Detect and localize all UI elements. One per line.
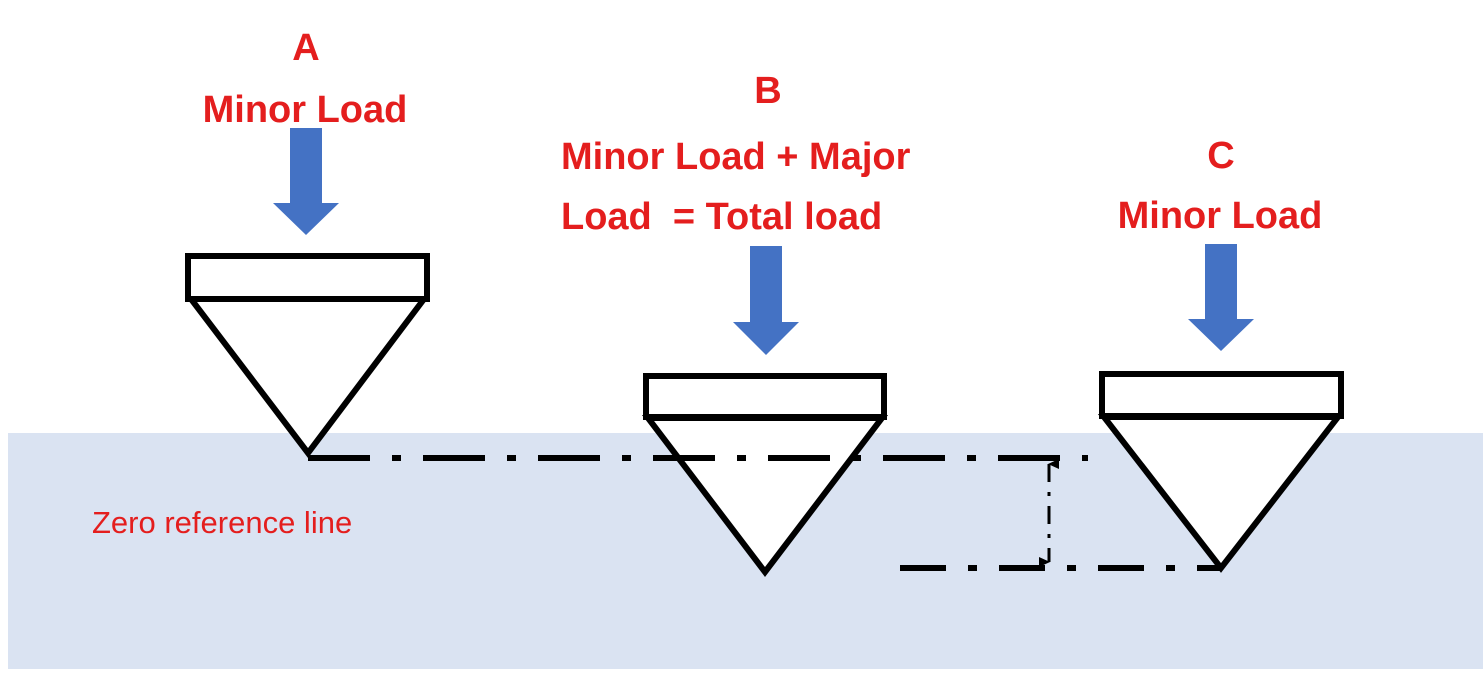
stage-c-letter: C: [1207, 135, 1234, 177]
stage-c-indenter-cone: [1097, 414, 1345, 573]
stage-a-load-arrow: [273, 128, 339, 235]
stage-b-letter: B: [754, 70, 781, 112]
stage-b-indenter-holder: [643, 373, 887, 420]
stage-c-load-arrow: [1188, 244, 1254, 351]
stage-c-load-label: Minor Load: [1118, 195, 1323, 237]
stage-b-load-label-line1: Minor Load + Major: [561, 136, 911, 178]
zero-reference-label: Zero reference line: [92, 505, 352, 540]
stage-b-load-arrow: [733, 246, 799, 355]
stage-a-indenter-holder: [185, 253, 430, 302]
stage-c-indenter-holder: [1099, 371, 1344, 419]
stage-a-letter: A: [292, 27, 319, 69]
stage-a-load-label: Minor Load: [203, 89, 408, 131]
stage-b-load-label-line2: Load = Total load: [561, 196, 882, 238]
stage-a-indenter-cone: [184, 296, 431, 458]
